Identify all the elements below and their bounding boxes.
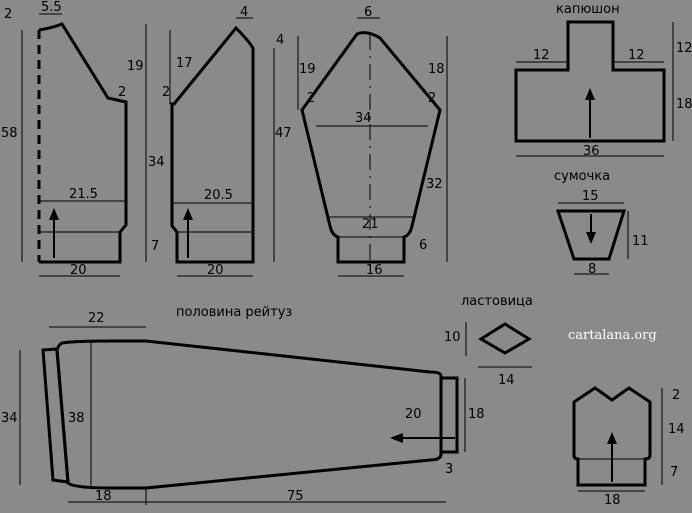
sleeve-length-label: 32 (426, 177, 443, 192)
gusset-width-label: 14 (498, 373, 515, 388)
bag-bottom-label: 8 (588, 262, 596, 277)
sleeve-top-label: 6 (364, 5, 372, 20)
leggings-left-outer-label: 34 (1, 411, 18, 426)
leggings-bottom-main-label: 75 (287, 489, 304, 504)
bag-arrow-head (586, 232, 596, 244)
back-width-label: 21.5 (69, 187, 98, 202)
front-arrow-head (183, 208, 193, 220)
leggings-right-inner-label: 20 (405, 407, 422, 422)
gusset-outline (478, 322, 532, 355)
bag-title: сумочка (554, 169, 610, 184)
sleeve-rib-label: 6 (419, 238, 427, 253)
leggings-cuff-label: 3 (445, 462, 453, 477)
sleeve-cuff-label: 16 (366, 263, 383, 278)
leggings-bottom-left-label: 18 (95, 489, 112, 504)
sleeve-width-label: 34 (355, 111, 372, 126)
bootie-arrow-head (607, 432, 617, 444)
hood-left-shoulder-label: 12 (533, 48, 550, 63)
hood-outline (514, 20, 666, 143)
leggings-right-outer-label: 18 (468, 407, 485, 422)
back-neck-label: 2 (4, 7, 12, 22)
front-bottom-label: 20 (207, 263, 224, 278)
leggings-outline (55, 339, 443, 490)
bootie-height-label: 14 (668, 422, 685, 437)
hood-lower-height-label: 18 (676, 97, 692, 112)
sleeve-right-step-label: 2 (428, 91, 436, 106)
leggings-waistband (41, 347, 70, 484)
back-bottom-label: 20 (70, 263, 87, 278)
bag-height-label: 11 (632, 234, 649, 249)
hood-arrow-head (585, 88, 595, 100)
leggings-top-label: 22 (88, 311, 105, 326)
leggings-left-inner-label: 38 (68, 411, 85, 426)
sleeve-right-raglan-label: 18 (428, 62, 445, 77)
leggings-piece: половина рейтуз 22 34 38 20 18 3 18 75 (1, 305, 485, 505)
hood-top-height-label: 12 (676, 41, 692, 56)
gusset-height-label: 10 (444, 330, 461, 345)
back-armhole-label: 19 (127, 59, 144, 74)
back-top-label: 5.5 (41, 0, 62, 15)
front-width-label: 20.5 (204, 188, 233, 203)
front-armhole-label: 17 (176, 56, 193, 71)
front-top-side-label: 4 (276, 33, 284, 48)
bootie-width-label: 18 (604, 493, 621, 508)
front-piece: 4 4 17 2 47 20.5 20 (162, 5, 292, 278)
front-outline (170, 25, 255, 264)
sleeve-piece: 6 19 18 2 2 34 32 21 6 16 (297, 5, 448, 278)
bag-piece: сумочка 15 11 8 (554, 169, 649, 277)
front-top-label: 4 (240, 5, 248, 20)
sleeve-outline (300, 31, 442, 264)
sleeve-left-raglan-label: 19 (299, 62, 316, 77)
leggings-arrow-head (390, 433, 403, 443)
back-piece: 5.5 2 58 19 2 34 21.5 7 20 (1, 0, 165, 278)
bag-top-label: 15 (582, 189, 599, 204)
bootie-cuff-label: 7 (670, 465, 678, 480)
leggings-cuff (441, 376, 459, 454)
back-arrow-head (49, 208, 59, 220)
bootie-piece: 2 14 7 18 (572, 386, 685, 508)
bootie-outline (572, 386, 652, 487)
gusset-piece: ластовица 10 14 (444, 294, 533, 388)
hood-width-label: 36 (583, 144, 600, 159)
sleeve-left-step-label: 2 (307, 91, 315, 106)
back-armhole-step-label: 2 (118, 85, 126, 100)
hood-piece: капюшон 12 12 12 18 36 (514, 2, 692, 159)
bag-outline (555, 209, 627, 261)
back-outline (38, 22, 128, 264)
hood-right-shoulder-label: 12 (628, 48, 645, 63)
front-total-label: 47 (275, 126, 292, 141)
hood-title: капюшон (556, 2, 620, 17)
bootie-toe-label: 2 (672, 388, 680, 403)
front-armhole-step-label: 2 (162, 85, 170, 100)
back-rib-label: 7 (151, 239, 159, 254)
sleeve-lower-label: 21 (362, 217, 379, 232)
leggings-title: половина рейтуз (176, 305, 292, 320)
back-side-label: 34 (148, 155, 165, 170)
gusset-title: ластовица (461, 294, 533, 309)
back-total-label: 58 (1, 126, 18, 141)
watermark: cartalana.org (568, 328, 657, 343)
